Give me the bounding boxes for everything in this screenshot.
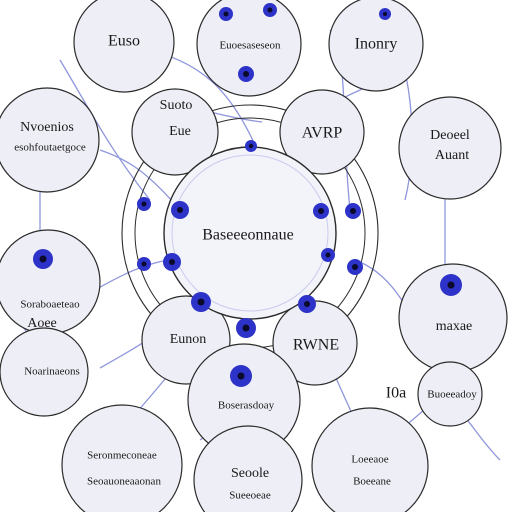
node-top-center	[196, 0, 302, 97]
dot	[345, 203, 361, 219]
label-top-center: Euoesaseseon	[219, 40, 281, 52]
node-bottom-mid	[193, 425, 303, 512]
label-inner-left-1: Suoto	[160, 98, 193, 113]
label-bottom-right-1: Loeeaoe	[351, 454, 388, 466]
label-left-upper-1: Nvoenios	[20, 120, 74, 135]
dot	[137, 257, 151, 271]
dot	[163, 253, 181, 271]
dot	[313, 203, 329, 219]
label-right-low-2: Buoeeadoy	[427, 389, 477, 401]
dot	[245, 140, 257, 152]
label-left-low: Noarinaeons	[24, 366, 80, 378]
dot	[171, 201, 189, 219]
connector-line	[59, 59, 151, 201]
label-bottom-mid-1: Seoole	[231, 466, 269, 481]
dot	[321, 248, 335, 262]
label-lower-left: Eunon	[170, 332, 207, 347]
node-bottom-left	[61, 404, 183, 512]
node-top-right	[328, 0, 424, 92]
dot	[236, 318, 256, 338]
label-right-upper-2: Auant	[435, 148, 469, 163]
node-inner-right	[279, 89, 365, 175]
node-right-low	[417, 361, 483, 427]
label-right-upper-1: Deoeel	[430, 128, 470, 143]
label-left-upper-2: esohfoutaetgoce	[14, 142, 86, 154]
node-labels: Baseeeonnaue Euso Euoesaseseon Inonry Nv…	[14, 33, 477, 502]
label-bottom-right-2: Boeeane	[353, 476, 391, 488]
label-left-mid-1: Soraboaeteao	[20, 299, 80, 311]
node-left-low	[0, 327, 89, 417]
label-bottom-mid-2: Sueeoeae	[229, 490, 271, 502]
dot	[191, 292, 211, 312]
label-inner-left-2: Eue	[169, 124, 191, 139]
label-bottom-left-1: Seronmeconeae	[87, 450, 157, 462]
connection-dots	[33, 3, 462, 387]
dot	[230, 365, 252, 387]
dot	[137, 197, 151, 211]
dot	[33, 249, 53, 269]
label-bottom-left-2: Seoauoneaaonan	[87, 476, 161, 488]
dot	[238, 66, 254, 82]
hub-inner-glow	[171, 154, 329, 312]
dot	[440, 274, 462, 296]
label-right-mid: maxae	[436, 319, 473, 334]
node-right-upper	[398, 96, 502, 200]
label-right-low-1: I0a	[386, 385, 406, 402]
dot	[263, 3, 277, 17]
dot	[347, 259, 363, 275]
label-left-mid-2: Aoee	[27, 316, 57, 331]
label-hub: Baseeeonnaue	[202, 227, 294, 244]
node-bottom-right	[311, 407, 429, 512]
dot	[298, 295, 316, 313]
label-top-right: Inonry	[355, 36, 398, 53]
node-inner-left	[131, 88, 219, 176]
dot	[379, 8, 391, 20]
label-bottom-center: Boserasdoay	[218, 400, 275, 412]
label-top-left: Euso	[108, 33, 140, 50]
node-left-upper	[0, 87, 100, 193]
label-lower-right: RWNE	[293, 337, 339, 354]
node-top-left	[73, 0, 175, 93]
label-inner-right: AVRP	[302, 125, 343, 142]
dot	[219, 7, 233, 21]
